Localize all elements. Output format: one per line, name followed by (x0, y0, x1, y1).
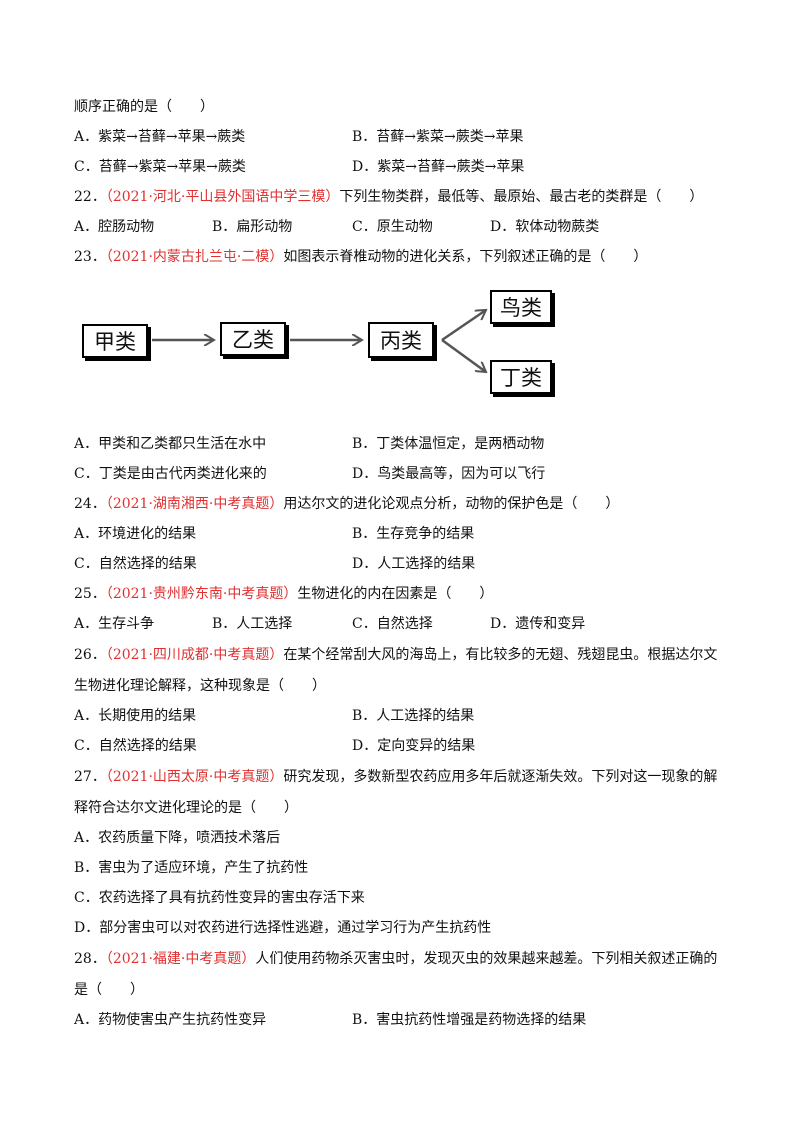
q22-option-d: D．软体动物蕨类 (490, 219, 600, 235)
question-number: 28． (74, 951, 106, 967)
question-source: （2021·内蒙古扎兰屯·二模） (105, 249, 284, 265)
box-niao: 鸟类 (490, 290, 552, 324)
q24-option-b: B．生存竞争的结果 (352, 526, 475, 542)
q28-stem: 28．（2021·福建·中考真题）人们使用药物杀灭害虫时，发现灭虫的效果越来越差… (74, 949, 717, 969)
question-text: 下列生物类群，最低等、最原始、最古老的类群是（ ） (339, 189, 704, 205)
question-text: 人们使用药物杀灭害虫时，发现灭虫的效果越来越差。下列相关叙述正确的 (255, 951, 718, 967)
question-number: 22． (74, 189, 106, 205)
box-yi: 乙类 (220, 322, 286, 356)
q25-option-a: A．生存斗争 (74, 616, 155, 632)
question-number: 23． (74, 249, 106, 265)
question-text: 在某个经常刮大风的海岛上，有比较多的无翅、残翅昆虫。根据达尔文 (283, 647, 718, 663)
q25-option-b: B．人工选择 (212, 616, 293, 632)
q28-option-a: A．药物使害虫产生抗药性变异 (74, 1012, 267, 1028)
q27-stem-continuation: 释符合达尔文进化理论的是（ ） (74, 800, 298, 816)
box-jia: 甲类 (82, 324, 148, 358)
q21-option-d: D．紫菜→苔藓→蕨类→苹果 (352, 159, 525, 175)
q26-stem-continuation: 生物进化理论解释，这种现象是（ ） (74, 678, 326, 694)
arrow-bing-to-niao (441, 310, 486, 342)
q24-stem: 24．（2021·湖南湘西·中考真题）用达尔文的进化论观点分析，动物的保护色是（… (74, 494, 619, 514)
q24-option-d: D．人工选择的结果 (352, 556, 476, 572)
q26-option-a: A．长期使用的结果 (74, 708, 197, 724)
question-text: 如图表示脊椎动物的进化关系，下列叙述正确的是（ ） (283, 249, 648, 265)
question-number: 25． (74, 586, 106, 602)
q28-option-b: B．害虫抗药性增强是药物选择的结果 (352, 1012, 587, 1028)
q25-stem: 25．（2021·贵州黔东南·中考真题）生物进化的内在因素是（ ） (74, 584, 493, 604)
question-source: （2021·山西太原·中考真题） (105, 769, 284, 785)
q22-option-c: C．原生动物 (352, 219, 433, 235)
arrow-bing-to-ding (441, 338, 486, 372)
box-ding: 丁类 (490, 360, 552, 394)
q23-option-d: D．鸟类最高等，因为可以飞行 (352, 466, 546, 482)
q23-option-b: B．丁类体温恒定，是两栖动物 (352, 436, 545, 452)
q27-option-a: A．农药质量下降，喷洒技术落后 (74, 830, 281, 846)
q25-option-c: C．自然选择 (352, 616, 433, 632)
q24-option-a: A．环境进化的结果 (74, 526, 197, 542)
q22-option-a: A．腔肠动物 (74, 219, 155, 235)
diagram-arrows (152, 282, 594, 402)
question-text: 用达尔文的进化论观点分析，动物的保护色是（ ） (283, 496, 620, 512)
question-source: （2021·福建·中考真题） (105, 951, 256, 967)
q21-stem-continuation: 顺序正确的是（ ） (74, 99, 214, 115)
q21-option-b: B．苔藓→紫菜→蕨类→苹果 (352, 129, 524, 145)
question-number: 27． (74, 769, 106, 785)
q23-option-a: A．甲类和乙类都只生活在水中 (74, 436, 267, 452)
question-number: 26． (74, 647, 106, 663)
q27-option-b: B．害虫为了适应环境，产生了抗药性 (74, 860, 309, 876)
q28-stem-continuation: 是（ ） (74, 982, 144, 998)
q25-option-d: D．遗传和变异 (490, 616, 586, 632)
question-source: （2021·湖南湘西·中考真题） (105, 496, 284, 512)
evolution-diagram: 甲类 乙类 丙类 鸟类 丁类 (74, 282, 594, 402)
q23-stem: 23．（2021·内蒙古扎兰屯·二模）如图表示脊椎动物的进化关系，下列叙述正确的… (74, 247, 647, 267)
question-number: 24． (74, 496, 106, 512)
q24-option-c: C．自然选择的结果 (74, 556, 197, 572)
q26-option-d: D．定向变异的结果 (352, 738, 476, 754)
q22-stem: 22．（2021·河北·平山县外国语中学三模）下列生物类群，最低等、最原始、最古… (74, 187, 703, 207)
box-bing: 丙类 (368, 322, 434, 358)
q27-option-c: C．农药选择了具有抗药性变异的害虫存活下来 (74, 890, 365, 906)
q23-option-c: C．丁类是由古代丙类进化来的 (74, 466, 267, 482)
q21-option-c: C．苔藓→紫菜→苹果→蕨类 (74, 159, 246, 175)
question-text: 研究发现，多数新型农药应用多年后就逐渐失效。下列对这一现象的解 (283, 769, 718, 785)
question-source: （2021·河北·平山县外国语中学三模） (105, 189, 340, 205)
q27-stem: 27．（2021·山西太原·中考真题）研究发现，多数新型农药应用多年后就逐渐失效… (74, 767, 717, 787)
q26-option-c: C．自然选择的结果 (74, 738, 197, 754)
q22-option-b: B．扁形动物 (212, 219, 293, 235)
q26-option-b: B．人工选择的结果 (352, 708, 475, 724)
question-source: （2021·贵州黔东南·中考真题） (105, 586, 298, 602)
q26-stem: 26．（2021·四川成都·中考真题）在某个经常刮大风的海岛上，有比较多的无翅、… (74, 645, 717, 665)
question-source: （2021·四川成都·中考真题） (105, 647, 284, 663)
q27-option-d: D．部分害虫可以对农药进行选择性逃避，通过学习行为产生抗药性 (74, 920, 492, 936)
question-text: 生物进化的内在因素是（ ） (297, 586, 494, 602)
q21-option-a: A．紫菜→苔藓→苹果→蕨类 (74, 129, 246, 145)
